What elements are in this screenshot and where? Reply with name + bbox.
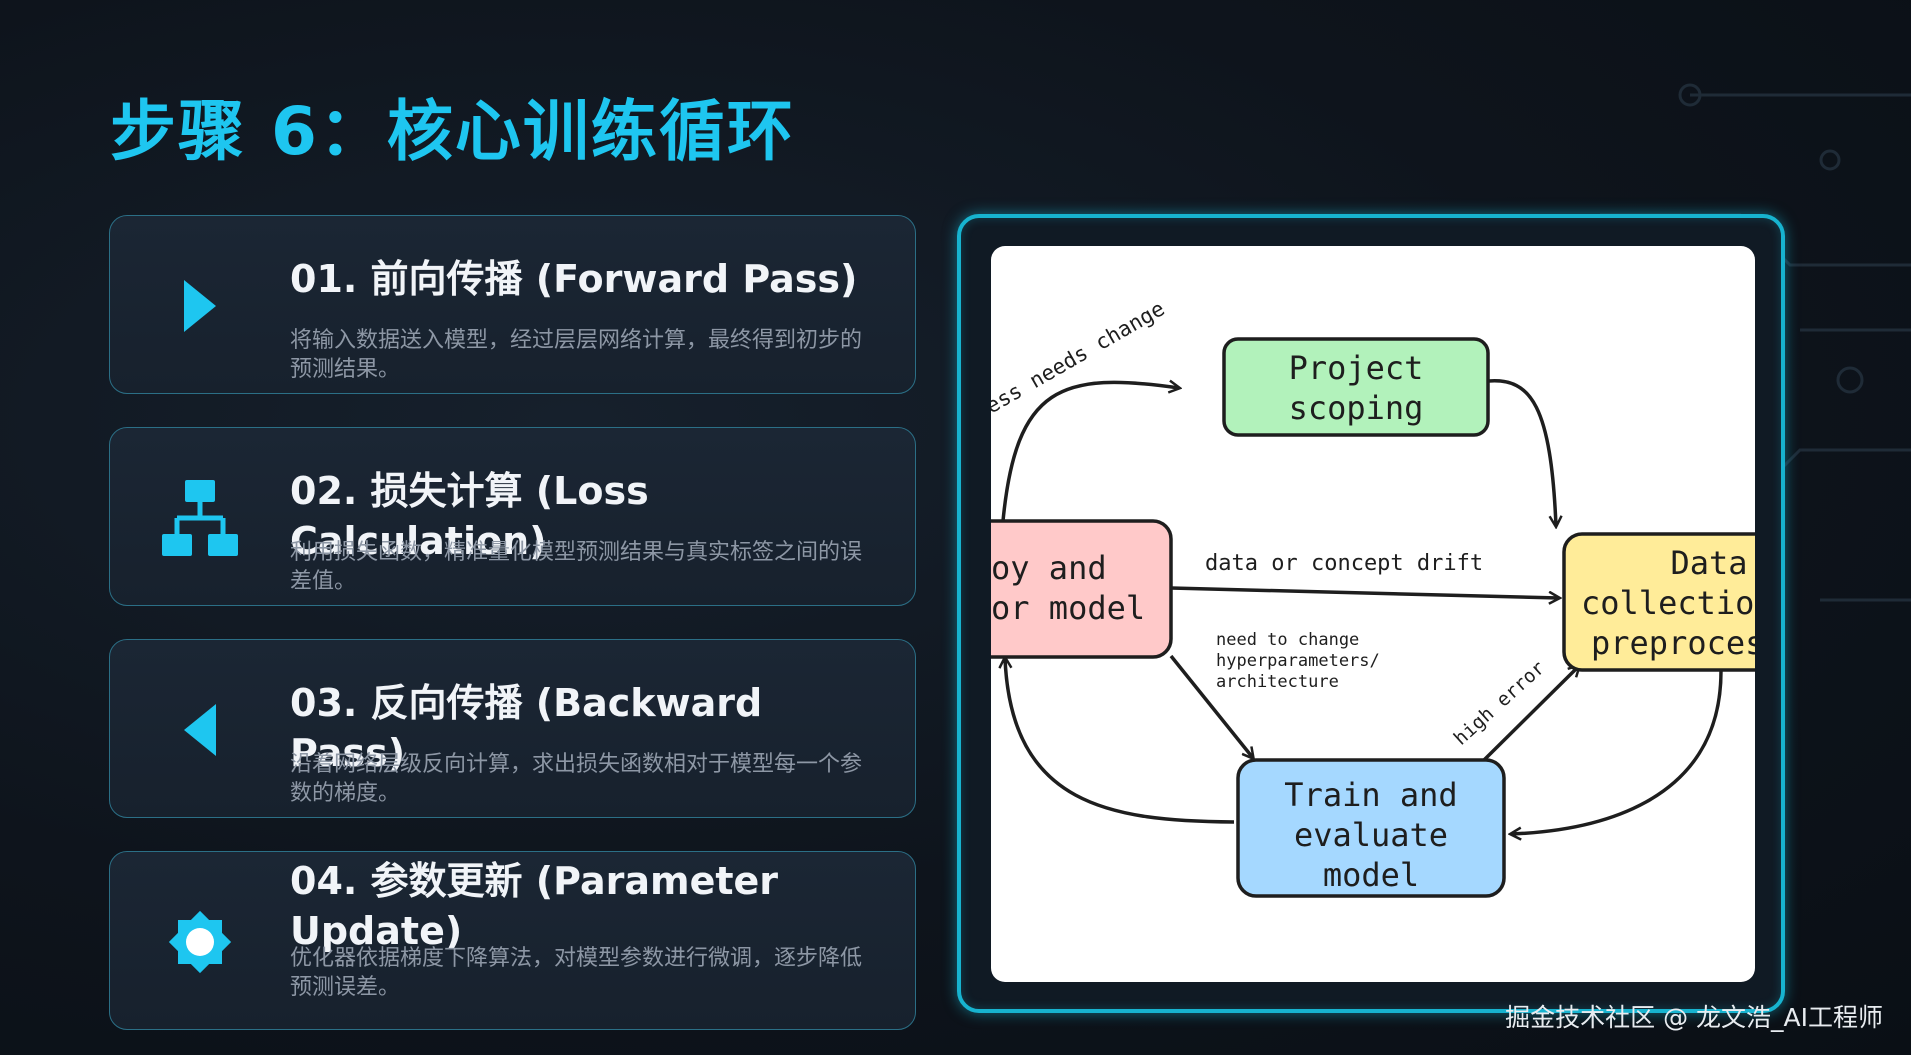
slide-title: 步骤 6：核心训练循环	[110, 93, 795, 170]
node-label: scoping	[1289, 389, 1424, 427]
node-train-evaluate	[1236, 758, 1506, 898]
edge-label: ess needs change	[991, 296, 1169, 418]
node-label: oy and	[991, 549, 1107, 587]
edge-label: hyperparameters/	[1216, 651, 1380, 671]
edge-label: need to change	[1216, 630, 1359, 650]
node-label: Train and	[1284, 776, 1457, 814]
edge-data-to-train	[1511, 670, 1723, 834]
edge-label: data or concept drift	[1205, 551, 1483, 576]
edge-label: architecture	[1216, 672, 1339, 692]
node-label: collectio	[1581, 584, 1754, 622]
step-description: 优化器依据梯度下降算法，对模型参数进行微调，逐步降低预测误差。	[290, 946, 863, 1000]
node-deploy-monitor	[991, 519, 1173, 659]
edge-deploy-to-train	[1169, 654, 1253, 758]
play-right-icon	[150, 256, 250, 356]
edge-scoping-to-data	[1488, 379, 1556, 526]
gear-icon	[150, 892, 250, 992]
node-label: Data	[1670, 544, 1747, 582]
diagram-frame: Project scoping Train and evaluate model…	[957, 214, 1785, 1013]
step-description: 将输入数据送入模型，经过层层网络计算，最终得到初步的预测结果。	[290, 328, 863, 382]
step-description: 利用损失函数，精准量化模型预测结果与真实标签之间的误差值。	[290, 540, 863, 594]
edge-train-to-deploy	[1005, 658, 1235, 824]
edge-deploy-to-data	[1170, 586, 1559, 598]
play-left-icon	[150, 680, 250, 780]
step-description: 沿着网络层级反向计算，求出损失函数相对于模型每一个参数的梯度。	[290, 752, 863, 806]
edge-label: high error	[1450, 657, 1550, 750]
step-title: 03. 反向传播 (Backward Pass)	[290, 681, 763, 775]
step-card-backward-pass: 03. 反向传播 (Backward Pass) 沿着网络层级反向计算，求出损失…	[109, 639, 916, 818]
edge-deploy-to-scoping	[1001, 382, 1179, 522]
node-label: Project	[1289, 349, 1424, 387]
node-label: evaluate	[1294, 816, 1448, 854]
step-title: 01. 前向传播 (Forward Pass)	[290, 257, 858, 301]
step-card-forward-pass: 01. 前向传播 (Forward Pass) 将输入数据送入模型，经过层层网络…	[109, 215, 916, 394]
node-data-collection	[1562, 532, 1755, 672]
step-title: 04. 参数更新 (Parameter Update)	[290, 859, 779, 953]
step-title: 02. 损失计算 (Loss Calculation)	[290, 469, 649, 563]
step-card-loss-calculation: 02. 损失计算 (Loss Calculation) 利用损失函数，精准量化模…	[109, 427, 916, 606]
node-label: preproces	[1591, 624, 1755, 662]
hierarchy-icon	[150, 468, 250, 568]
watermark: 掘金技术社区 @ 龙文浩_AI工程师	[1505, 1003, 1883, 1032]
node-label: or model	[991, 589, 1145, 627]
step-card-parameter-update: 04. 参数更新 (Parameter Update) 优化器依据梯度下降算法，…	[109, 851, 916, 1030]
node-project-scoping	[1222, 337, 1490, 437]
ml-lifecycle-diagram: Project scoping Train and evaluate model…	[991, 246, 1755, 982]
node-label: model	[1323, 856, 1419, 894]
edge-train-to-data	[1481, 666, 1579, 763]
